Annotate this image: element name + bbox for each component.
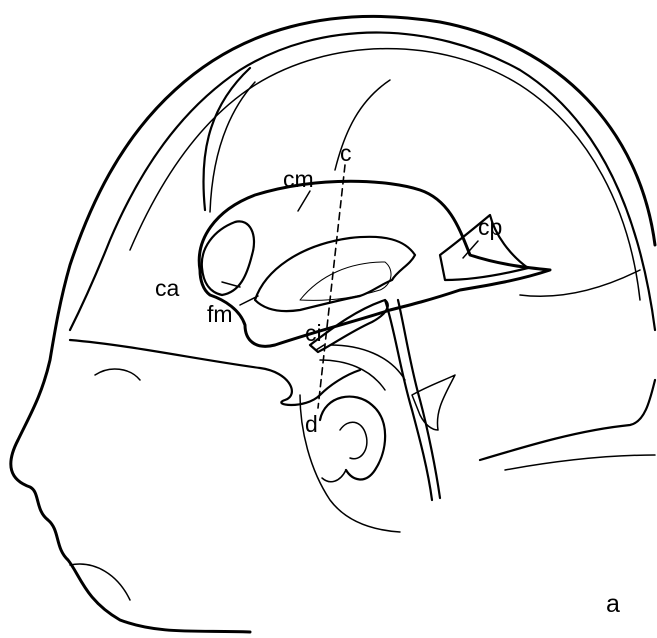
face-contour xyxy=(95,369,140,380)
leader-cm xyxy=(298,191,310,211)
head-outline xyxy=(11,16,655,632)
label-c: c xyxy=(340,140,352,166)
tentorial-membrane xyxy=(412,375,455,430)
occipital-contour xyxy=(480,380,655,460)
label-ca: ca xyxy=(155,275,180,301)
label-cp: cp xyxy=(478,214,502,240)
inferior-horn xyxy=(310,300,388,352)
falx-fold xyxy=(203,68,250,210)
ear-lobe xyxy=(322,470,346,482)
label-fm: fm xyxy=(207,301,233,327)
ear-outer xyxy=(320,397,385,480)
chin-contour xyxy=(70,564,130,600)
label-ci: ci xyxy=(305,320,322,346)
section-line-c-d xyxy=(318,165,345,408)
ear-inner xyxy=(340,422,367,459)
choroid-stalk-2 xyxy=(398,300,440,498)
ventricle-inner-hatch xyxy=(300,262,391,300)
choroid-stalk xyxy=(385,300,432,500)
leader-ca xyxy=(222,282,240,287)
label-cm: cm xyxy=(283,166,314,192)
occipital-contour-2 xyxy=(505,455,655,470)
panel-letter: a xyxy=(606,590,620,618)
label-d: d xyxy=(305,411,318,437)
